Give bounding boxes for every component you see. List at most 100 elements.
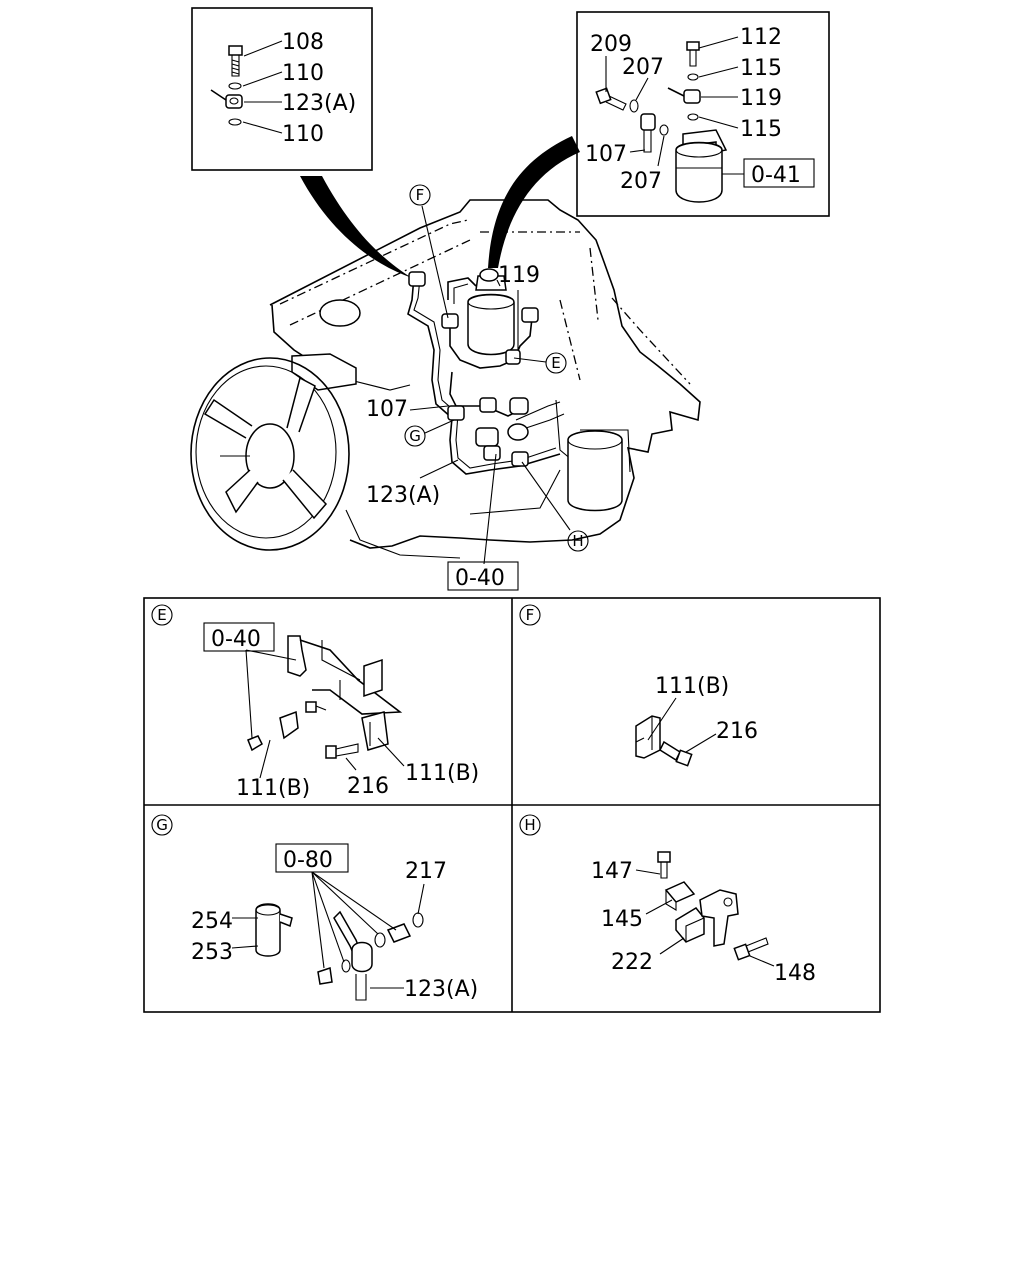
washer-110-lower-icon	[228, 118, 242, 126]
panel-f: F 111(B) 216	[519, 604, 758, 767]
label-112: 112	[740, 25, 782, 50]
panel-h: H 147 145 222 148	[519, 814, 816, 986]
label-107-main: 107	[366, 397, 408, 422]
ref-box-0-41	[743, 158, 815, 188]
washer-110-icon	[228, 82, 242, 90]
label-216-f: 216	[716, 719, 758, 744]
label-110-lower: 110	[282, 122, 324, 147]
bracket-e-icon	[287, 635, 403, 715]
fuel-filter-icon	[675, 129, 728, 203]
svg-text:G: G	[156, 816, 168, 834]
pipe-107-icon	[640, 113, 656, 153]
label-123a-main: 123(A)	[366, 483, 440, 508]
label-119-main: 119	[498, 263, 540, 288]
section-marker-f: F	[409, 184, 431, 206]
section-marker-e: E	[545, 352, 567, 374]
clamp-111b-f-icon	[635, 715, 661, 759]
fuel-pipes	[407, 271, 565, 475]
detail-panels-grid	[143, 597, 881, 1013]
panel-h-marker: H	[519, 814, 541, 836]
inset-frame	[576, 11, 830, 217]
label-148: 148	[774, 961, 816, 986]
clamp-145-icon	[664, 881, 696, 911]
label-207: 207	[622, 55, 664, 80]
label-209: 209	[590, 32, 632, 57]
svg-text:G: G	[409, 427, 421, 445]
washer-115-lower-icon	[687, 113, 699, 121]
label-115-lower: 115	[740, 117, 782, 142]
svg-text:E: E	[157, 606, 166, 624]
svg-text:H: H	[572, 532, 583, 550]
panel-e: E 0-40	[151, 604, 479, 801]
ref-box-0-80-text: 0-80	[283, 848, 333, 873]
washer-207-icon	[629, 99, 639, 113]
label-222: 222	[611, 950, 653, 975]
washer-207-lower-icon	[659, 124, 669, 136]
label-108: 108	[282, 30, 324, 55]
hose-clip-254-icon	[255, 903, 293, 957]
bolt-148-icon	[733, 937, 769, 961]
label-254: 254	[191, 909, 233, 934]
bracket-h-icon	[699, 889, 739, 947]
engine-block	[269, 199, 701, 559]
washer-115-icon	[687, 73, 699, 81]
label-123a-g: 123(A)	[404, 977, 478, 1002]
section-marker-h: H	[567, 530, 589, 552]
washer-g-lower-icon	[341, 959, 351, 973]
ref-box-0-40-e-text: 0-40	[211, 627, 261, 652]
bolt-216-e-icon	[325, 743, 359, 759]
label-111b-f: 111(B)	[655, 674, 729, 699]
label-207-lower: 207	[620, 169, 662, 194]
label-145: 145	[601, 907, 643, 932]
bolt-112-icon	[686, 41, 700, 67]
eye-joint-119-icon	[667, 87, 701, 104]
bolt-209-icon	[595, 87, 627, 111]
panel-f-marker: F	[519, 604, 541, 626]
panel-g: G 0-80 217 254 253	[151, 814, 478, 1002]
ref-box-0-40-text: 0-40	[455, 566, 505, 591]
nut-e-icon	[247, 735, 263, 752]
panel-g-marker: G	[151, 814, 173, 836]
eye-joint-123a-icon	[210, 89, 243, 109]
clamp-111b-large-icon	[361, 711, 389, 751]
label-123a: 123(A)	[282, 91, 356, 116]
label-115: 115	[740, 56, 782, 81]
bolt-108-icon	[228, 45, 243, 77]
inset-top-right: 209 207 112 115 119 115 107 207 0-41	[576, 11, 830, 217]
label-217: 217	[405, 859, 447, 884]
svg-text:H: H	[524, 816, 535, 834]
bolt-147-icon	[657, 851, 671, 879]
svg-text:E: E	[551, 354, 560, 372]
main-fuel-filter-icon	[467, 268, 515, 356]
inset-pointer-left	[300, 176, 412, 278]
ref-box-0-40	[447, 561, 519, 591]
label-111b-e-left: 111(B)	[236, 776, 310, 801]
inset-frame	[191, 7, 373, 171]
svg-text:F: F	[526, 606, 535, 624]
ref-box-0-41-text: 0-41	[751, 163, 801, 188]
ref-box-0-40-e	[203, 622, 275, 652]
panel-e-marker: E	[151, 604, 173, 626]
label-111b-e-right: 111(B)	[405, 761, 479, 786]
eye-joint-123a-g-icon	[333, 910, 373, 1001]
engine-assembly: 119 107 123(A) 0-40 F E G H	[190, 184, 701, 591]
cooling-fan-icon	[190, 357, 350, 551]
washer-g-icon	[374, 932, 386, 948]
clamp-222-icon	[675, 907, 705, 943]
label-119: 119	[740, 86, 782, 111]
inset-top-left: 108 110 123(A) 110	[191, 7, 373, 171]
svg-text:F: F	[416, 186, 425, 204]
section-marker-g: G	[404, 425, 426, 447]
label-216-e: 216	[347, 774, 389, 799]
clamp-111b-icon	[279, 701, 327, 740]
label-110: 110	[282, 61, 324, 86]
nut-g-icon	[317, 967, 333, 985]
oil-filter-icon	[567, 430, 623, 512]
inset-pointer-right	[488, 136, 580, 268]
label-107: 107	[585, 142, 627, 167]
oil-cap-icon	[319, 299, 361, 327]
label-253: 253	[191, 940, 233, 965]
label-147: 147	[591, 859, 633, 884]
bolt-216-f-icon	[659, 740, 693, 767]
